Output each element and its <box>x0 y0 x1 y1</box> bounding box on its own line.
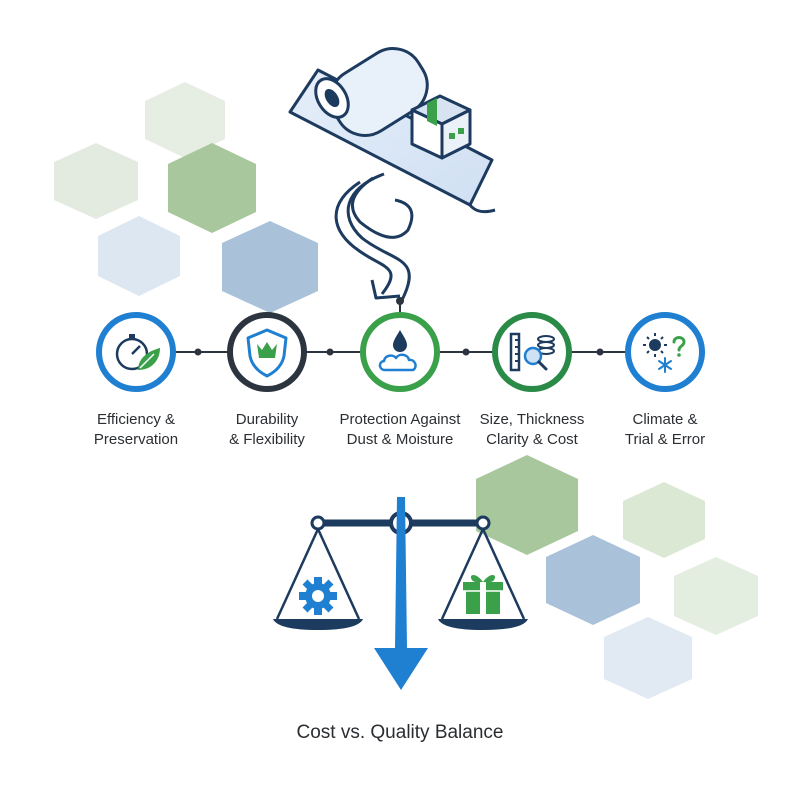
hexagon <box>54 143 138 219</box>
droplet-cloud-icon <box>378 330 417 372</box>
hexagon <box>476 455 578 555</box>
step-label-climate: Climate & Trial & Error <box>624 411 706 448</box>
ruler-magnifier-coins-icon <box>509 332 555 372</box>
left-scale-pan <box>273 528 363 630</box>
cost-quality-balance-scale <box>273 497 528 690</box>
shield-crown-icon <box>246 328 288 378</box>
s-curve-arrow <box>334 172 414 301</box>
hexagon <box>604 617 692 699</box>
background-hexagons-top <box>54 82 318 313</box>
gear-icon <box>299 577 337 615</box>
step-label-durability: Durability & Flexibility <box>229 411 305 448</box>
hexagon <box>168 143 256 233</box>
hexagon <box>623 482 705 558</box>
hexagon <box>98 216 180 296</box>
gift-box-icon <box>463 575 503 614</box>
stopwatch-leaf-icon <box>115 334 160 371</box>
caption-cost-quality-balance: Cost vs. Quality Balance <box>296 722 504 743</box>
hexagon <box>674 557 758 635</box>
step-protection-dust-moisture <box>360 312 440 392</box>
step-label-size-thickness: Size, Thickness Clarity & Cost <box>479 411 585 448</box>
step-label-efficiency: Efficiency & Preservation <box>93 411 179 448</box>
sun-snowflake-question-icon <box>643 333 686 373</box>
step-durability-flexibility <box>227 312 307 392</box>
step-size-thickness-clarity-cost <box>492 312 572 392</box>
hexagon <box>145 82 225 158</box>
step-label-protection: Protection Against Dust & Moisture <box>339 411 461 448</box>
stretch-film-roll-icon <box>288 47 496 214</box>
right-scale-pan <box>438 528 528 630</box>
hexagon <box>546 535 640 625</box>
step-climate-trial-error <box>625 312 705 392</box>
hexagon <box>222 221 318 313</box>
background-hexagons-bottom <box>476 455 758 699</box>
step-efficiency-preservation <box>96 312 176 392</box>
down-arrow-icon <box>374 497 428 690</box>
package-box-icon <box>410 94 472 160</box>
